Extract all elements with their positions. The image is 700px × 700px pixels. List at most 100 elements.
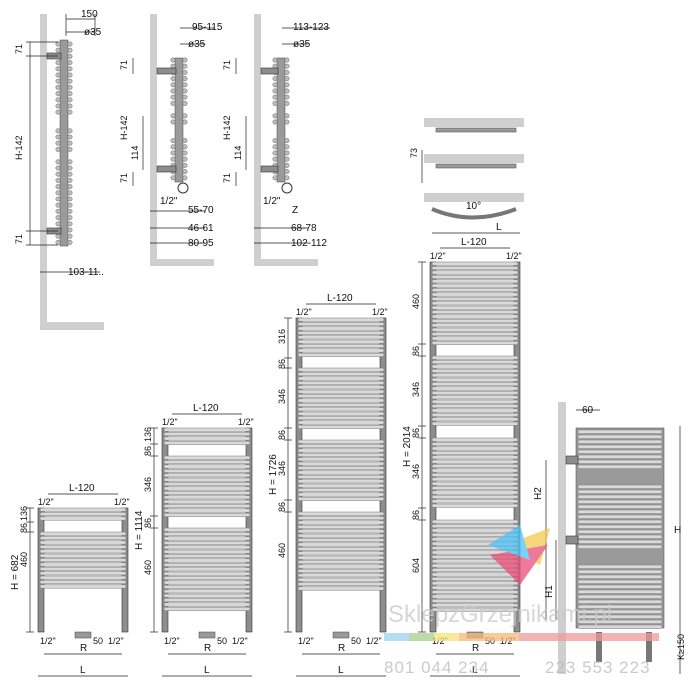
radiator-tube xyxy=(577,574,663,579)
tube-end xyxy=(67,171,73,177)
radiator-tube xyxy=(431,455,519,460)
valve-icon xyxy=(177,182,189,194)
tube-end xyxy=(55,41,61,47)
tube-end xyxy=(170,138,176,144)
radiator-tube xyxy=(431,524,519,529)
dim-bottom: 71 xyxy=(119,173,129,183)
color-strip xyxy=(384,633,409,641)
radiator-tube xyxy=(297,339,385,344)
connection-block xyxy=(74,631,92,639)
radiator-tube xyxy=(163,477,251,482)
radiator-tube xyxy=(163,436,251,441)
dim-114: 114 xyxy=(130,146,140,160)
radiator-tube xyxy=(431,336,519,341)
radiator-tube xyxy=(577,529,663,534)
radiator-tube xyxy=(297,411,385,416)
radiator-tube xyxy=(163,486,251,491)
dim-bottom: 71 xyxy=(222,173,232,183)
segment-dimension: 346 xyxy=(143,477,153,492)
width-label: 150 xyxy=(81,9,98,20)
radiator-tube xyxy=(297,398,385,403)
tube-end xyxy=(55,233,61,239)
tube-end xyxy=(284,63,290,69)
valve-icon xyxy=(281,182,293,194)
straight-rail xyxy=(435,163,517,169)
height-H1: H1 xyxy=(544,585,555,598)
radiator-tube xyxy=(297,516,385,521)
radiator-tube xyxy=(431,373,519,378)
radiator-tube xyxy=(431,598,519,603)
tube-end xyxy=(284,113,290,119)
radiator-tube xyxy=(431,408,519,413)
tube-end xyxy=(272,150,278,156)
radiator-tube xyxy=(431,486,519,491)
radiator-tube xyxy=(431,301,519,306)
wall xyxy=(558,402,566,674)
logo-blue xyxy=(488,525,530,560)
overall-height: H = 2014 xyxy=(402,426,413,467)
radiator-tube xyxy=(431,390,519,395)
tube-end xyxy=(170,57,176,63)
segment-dimension: 86 xyxy=(143,518,153,528)
radiator-tube xyxy=(163,602,251,607)
tube-end xyxy=(67,184,73,190)
connection-left-label: 1/2" xyxy=(40,636,56,646)
radiator-tube xyxy=(297,546,385,551)
wall xyxy=(424,193,524,202)
radiator-tube xyxy=(163,536,251,541)
dim-main: H-142 xyxy=(119,115,129,140)
tube-end xyxy=(272,82,278,88)
radiator-tube xyxy=(163,589,251,594)
wall xyxy=(40,14,47,330)
segment-dimension: 346 xyxy=(411,464,421,479)
radiator-tube xyxy=(431,585,519,590)
radiator-tube xyxy=(297,402,385,407)
depth-label: 60 xyxy=(582,405,594,416)
radiator-tube xyxy=(431,464,519,469)
segment-dimension: 86 xyxy=(143,446,153,456)
width-label: 95-115 xyxy=(192,22,223,33)
watermark: SklepzGrzejnikami.pl 801 044 234 223 553… xyxy=(384,525,659,677)
radiator-tube xyxy=(297,582,385,587)
tube-end xyxy=(55,196,61,202)
wall-bracket xyxy=(260,67,279,75)
radiator-tube xyxy=(431,288,519,293)
connection-right-label: 1/2" xyxy=(232,636,248,646)
overall-height: H = 1114 xyxy=(134,510,145,550)
dim-114: 114 xyxy=(233,146,243,160)
tube-end xyxy=(55,78,61,84)
side-view-installation: 60 H H2 H1 K≥150 xyxy=(533,402,686,674)
connection-left-label: 1/2" xyxy=(298,636,314,646)
tube-end xyxy=(55,84,61,90)
tube-end xyxy=(67,128,73,134)
radiator-tube xyxy=(297,577,385,582)
radiator-tube xyxy=(577,564,663,569)
radiator-tube xyxy=(163,512,251,517)
tube-end xyxy=(55,140,61,146)
radiator-tube xyxy=(297,470,385,475)
radiator-tube xyxy=(431,323,519,328)
radiator-tube xyxy=(431,274,519,279)
phone-1: 801 044 234 xyxy=(384,658,490,677)
tube-end xyxy=(170,113,176,119)
overall-length-L: L xyxy=(80,665,86,676)
tube-end xyxy=(170,82,176,88)
diameter-label: ø35 xyxy=(293,39,311,50)
radiator-tube xyxy=(39,536,127,541)
tube-end xyxy=(284,162,290,168)
radiator-tube xyxy=(163,571,251,576)
tube-end xyxy=(182,113,188,119)
segment-dimension: 86 xyxy=(411,346,421,356)
tube-end xyxy=(67,221,73,227)
radiator-tube xyxy=(163,495,251,500)
radiator-tube xyxy=(577,604,663,609)
radiator-tube xyxy=(163,593,251,598)
pitch-label: 50 xyxy=(93,636,103,646)
tube-end xyxy=(67,103,73,109)
side-view-right: 113-123 ø35 71 H-142 114 71 1/2" Z 68-78… xyxy=(222,14,330,266)
floor xyxy=(254,259,318,266)
radiator-tube xyxy=(577,489,663,494)
radiator-tube xyxy=(431,468,519,473)
